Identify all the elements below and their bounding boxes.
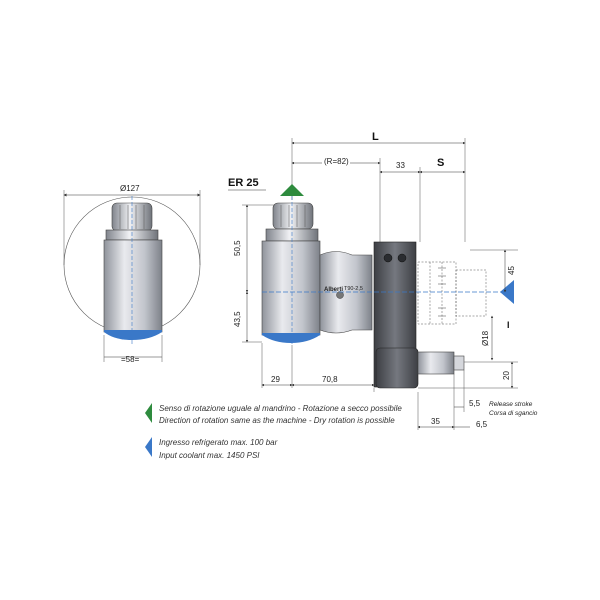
side-collet-nut bbox=[272, 202, 314, 230]
marking-label: T90-2,5 bbox=[344, 286, 363, 292]
dim-6-5-label: 6,5 bbox=[476, 420, 488, 429]
diameter-label: Ø127 bbox=[120, 184, 140, 193]
width-58-label: =58= bbox=[121, 355, 140, 364]
bolt-icon bbox=[397, 253, 407, 263]
dim-45-label: 45 bbox=[507, 266, 516, 275]
release-stroke-it: Corsa di sgancio bbox=[489, 410, 538, 417]
housing bbox=[261, 240, 321, 336]
legend-coolant-it: Ingresso refrigerato max. 100 bar bbox=[159, 438, 278, 447]
side-collet-grooves bbox=[280, 205, 306, 227]
coolant-input-arrow-icon bbox=[500, 280, 514, 304]
coolant-base-right bbox=[262, 333, 320, 343]
release-body bbox=[375, 347, 419, 389]
legend-rotation-en: Direction of rotation same as the machin… bbox=[159, 416, 395, 425]
dim-33-label: 33 bbox=[396, 161, 405, 170]
dim-43-5-label: 43,5 bbox=[233, 311, 242, 327]
ext-lines-bottom bbox=[261, 343, 375, 392]
rotation-arrow-icon bbox=[280, 184, 304, 196]
dim-R-label: (R=82) bbox=[324, 157, 349, 166]
collet-grooves bbox=[119, 205, 145, 229]
dim-5-5-label: 5,5 bbox=[469, 399, 481, 408]
bolt-icon bbox=[383, 253, 393, 263]
coolant-base-left bbox=[104, 330, 162, 340]
shank-outline bbox=[417, 261, 487, 325]
ext-lines-right bbox=[417, 361, 518, 430]
dim-L-label: L bbox=[372, 131, 379, 143]
legend-coolant-en: Input coolant max. 1450 PSI bbox=[159, 451, 260, 460]
dim-S-label: S bbox=[437, 157, 444, 169]
cross-label: I bbox=[507, 320, 510, 330]
dim-70-8-label: 70,8 bbox=[322, 375, 338, 384]
release-stroke-en: Release stroke bbox=[489, 401, 533, 408]
shank-teeth bbox=[438, 267, 446, 317]
ext-lines-left bbox=[242, 204, 275, 343]
dim-50-5-label: 50,5 bbox=[233, 240, 242, 256]
adjust-screw-icon bbox=[336, 291, 344, 299]
brand-label: Alberti bbox=[324, 287, 343, 293]
R-label-box bbox=[322, 156, 350, 166]
collet-type-label: ER 25 bbox=[228, 177, 259, 189]
front-view: Ø127 =58= bbox=[63, 184, 201, 364]
green-rotation-icon bbox=[145, 403, 152, 423]
release-pin bbox=[417, 351, 455, 375]
dim-20-label: 20 bbox=[502, 371, 511, 380]
dim-35-label: 35 bbox=[431, 417, 440, 426]
legend: Senso di rotazione uguale al mandrino - … bbox=[145, 403, 402, 460]
blue-coolant-icon bbox=[145, 437, 152, 457]
legend-rotation-it: Senso di rotazione uguale al mandrino - … bbox=[159, 404, 402, 413]
release-tip bbox=[453, 355, 465, 371]
ext-lines-top bbox=[291, 138, 466, 242]
tool-body bbox=[103, 239, 163, 333]
dim-29-label: 29 bbox=[271, 375, 280, 384]
side-view: L (R=82) 33 S ER 25 Alberti T9 bbox=[228, 131, 538, 430]
dim-18-label: Ø18 bbox=[481, 330, 490, 346]
